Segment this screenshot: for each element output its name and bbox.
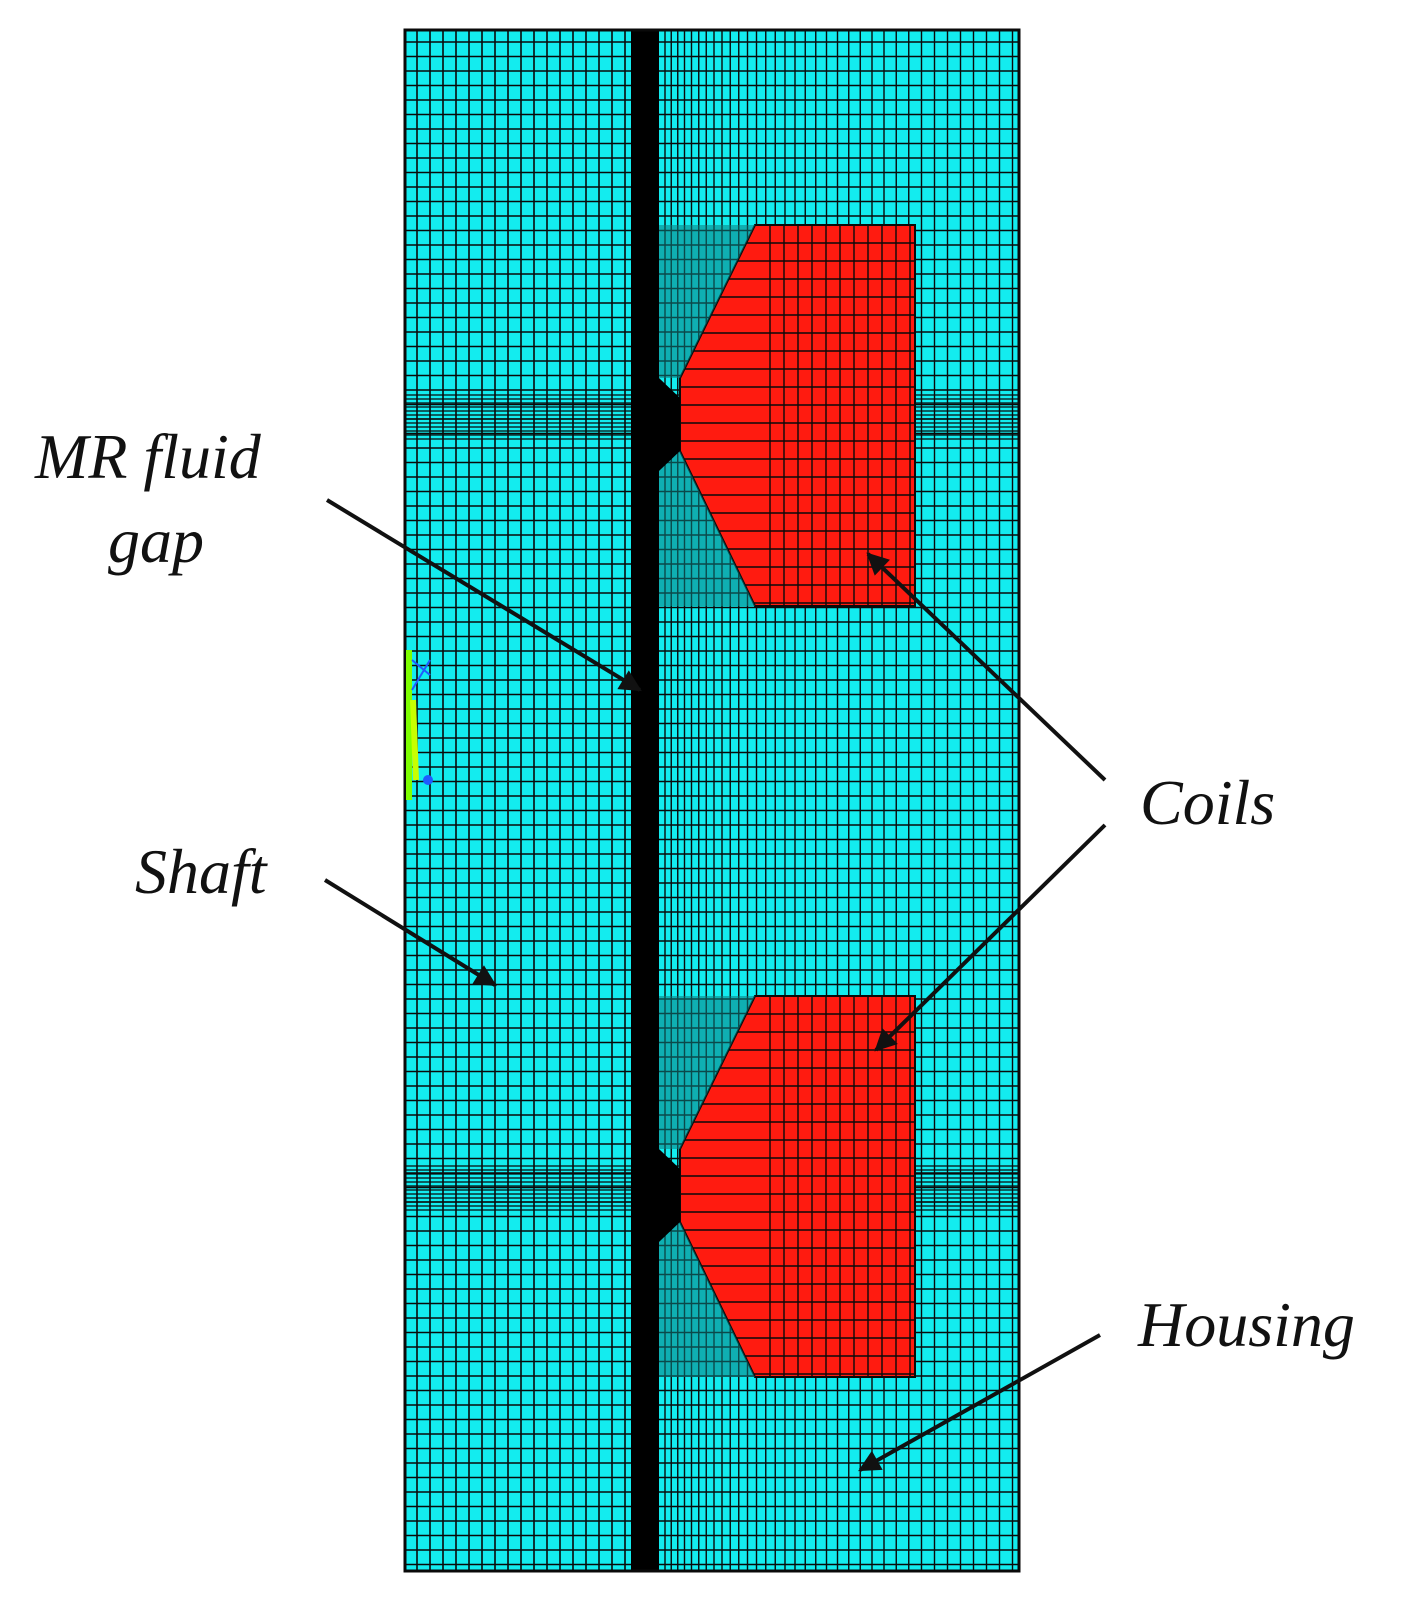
mr-fluid-gap <box>631 30 659 1571</box>
transition-wedge <box>659 451 755 606</box>
coil-lower <box>679 995 916 1378</box>
transition-mesh-wedges <box>659 225 755 1377</box>
transition-wedge <box>659 996 755 1149</box>
housing-label: Housing <box>1137 1289 1355 1360</box>
axis-triad-icon <box>406 650 433 800</box>
shaft-region <box>405 30 631 1571</box>
mr-fluid-label-line2: gap <box>108 505 204 576</box>
coils-label: Coils <box>1140 767 1275 838</box>
arrow-coils-lower <box>874 823 1107 1052</box>
gap-bulge-lower <box>659 1149 680 1242</box>
arrow-housing <box>858 1333 1101 1472</box>
arrow-shaft <box>323 878 497 987</box>
coil-upper <box>679 224 916 607</box>
model-border <box>403 28 1021 1573</box>
shaft-grid-lines <box>405 30 631 1571</box>
transition-wedge <box>659 1222 755 1377</box>
coil-lower-grid <box>680 996 915 1377</box>
shaft-label: Shaft <box>135 836 269 907</box>
arrow-coils-upper <box>866 552 1107 782</box>
gap-bulge-upper <box>659 378 680 471</box>
mr-fluid-label-line1: MR fluid <box>34 421 262 492</box>
shaft-mesh <box>405 30 631 1571</box>
coil-upper-grid <box>680 225 915 606</box>
transition-wedge <box>659 225 755 378</box>
arrow-mr-fluid-gap <box>325 498 642 692</box>
